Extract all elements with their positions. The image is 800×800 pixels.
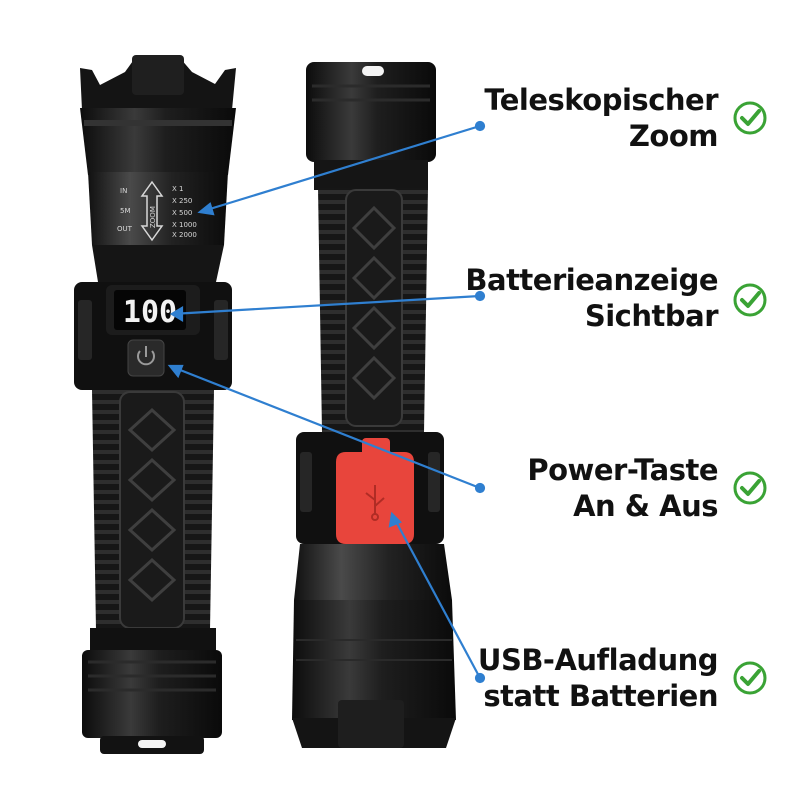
zoom-level: X 250 [172,197,192,205]
feature-subtitle: Sichtbar [584,299,719,333]
zoom-word: ZOOM [149,206,157,228]
zoom-out-label: OUT [117,225,133,233]
feature-battery-indicator: Batterieanzeige Sichtbar [465,262,718,334]
feature-subtitle: statt Batterien [483,679,718,713]
check-icon [733,283,767,317]
feature-title: Batterieanzeige [465,263,718,297]
usb-icon [365,485,385,521]
check-icon [733,661,767,695]
feature-telescopic-zoom: Teleskopischer Zoom [484,82,718,154]
feature-power-button: Power-Taste An & Aus [527,452,718,524]
zoom-level: X 500 [172,209,192,217]
check-icon [733,471,767,505]
callout-zoom [197,120,486,216]
feature-title: USB-Aufladung [477,643,719,677]
zoom-mid-label: 5M [120,207,131,215]
zoom-arrow-icon [140,180,164,242]
zoom-level: X 1000 [172,221,197,229]
feature-title: Power-Taste [527,453,718,487]
zoom-level: X 2000 [172,231,197,239]
flashlight-left: IN 5M OUT X 1 X 250 X 500 X 1000 X 2000 … [74,55,236,754]
callout-battery [169,290,486,322]
zoom-scale: IN 5M OUT X 1 X 250 X 500 X 1000 X 2000 [117,185,197,239]
feature-subtitle: Zoom [628,119,719,153]
power-icon [137,346,155,366]
power-button[interactable] [127,339,165,377]
battery-display: 100 [123,295,177,330]
callout-lines [167,120,486,684]
feature-subtitle: An & Aus [573,489,718,523]
flashlight-right [292,62,456,748]
zoom-in-label: IN [120,187,127,195]
feature-title: Teleskopischer [484,83,718,117]
callout-power [167,364,486,494]
zoom-level: X 1 [172,185,183,193]
callout-usb [388,511,486,684]
feature-usb-charging: USB-Aufladung statt Batterien [477,642,719,714]
check-icon [733,101,767,135]
